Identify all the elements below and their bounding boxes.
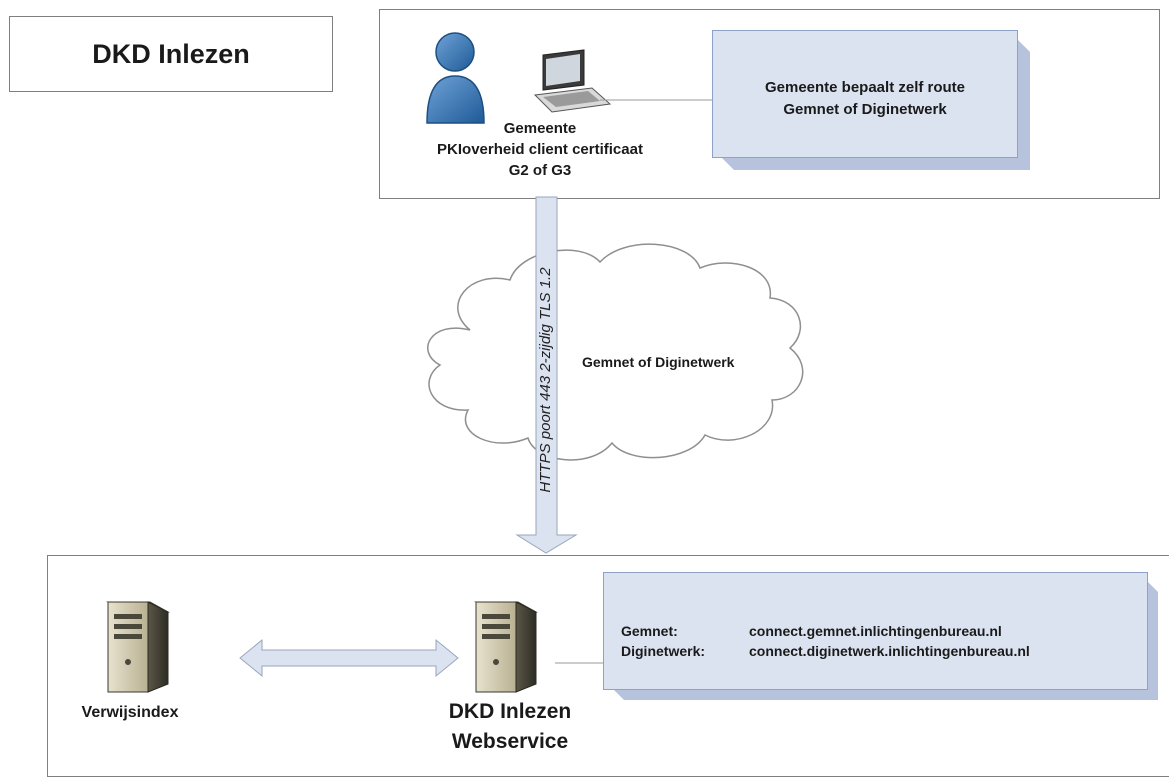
laptop-icon <box>533 49 612 113</box>
network-label: Gemnet of Diginetwerk <box>582 354 735 370</box>
webservice-label: DKD Inlezen Webservice <box>420 697 600 757</box>
endpoint-row: Gemnet: connect.gemnet.inlichtingenbureau… <box>621 621 1030 641</box>
client-certificate: PKIoverheid client certificaat <box>437 141 643 158</box>
endpoints-note: Gemnet: connect.gemnet.inlichtingenbureau… <box>603 572 1148 690</box>
route-note: Gemeente bepaalt zelf route Gemnet of Di… <box>712 30 1018 158</box>
person-icon <box>426 32 485 124</box>
webservice-label-line2: Webservice <box>451 730 569 753</box>
client-certificate-generation: G2 of G3 <box>508 162 572 179</box>
endpoint-network: Gemnet: <box>621 623 678 639</box>
server-icon <box>474 601 538 693</box>
webservice-label-line1: DKD Inlezen <box>448 700 572 723</box>
endpoint-row: Diginetwerk: connect.diginetwerk.inlichti… <box>621 641 1030 661</box>
cloud-icon <box>427 243 804 461</box>
server-link-arrow <box>239 638 459 678</box>
diagram-title: DKD Inlezen <box>92 39 250 69</box>
endpoint-network: Diginetwerk: <box>621 643 706 659</box>
protocol-label: HTTPS poort 443 2-zijdig TLS 1.2 <box>537 267 554 493</box>
title-box: DKD Inlezen <box>9 16 333 92</box>
endpoint-host: connect.gemnet.inlichtingenbureau.nl <box>749 623 1002 639</box>
verwijsindex-label: Verwijsindex <box>81 704 179 721</box>
client-name: Gemeente <box>503 120 577 137</box>
server-icon <box>106 601 170 693</box>
route-note-line2: Gemnet of Diginetwerk <box>783 101 947 118</box>
https-connection-arrow <box>515 196 578 554</box>
endpoint-host: connect.diginetwerk.inlichtingenbureau.n… <box>749 643 1030 659</box>
client-label: Gemeente PKIoverheid client certificaat … <box>415 118 665 181</box>
route-note-line1: Gemeente bepaalt zelf route <box>764 79 966 96</box>
